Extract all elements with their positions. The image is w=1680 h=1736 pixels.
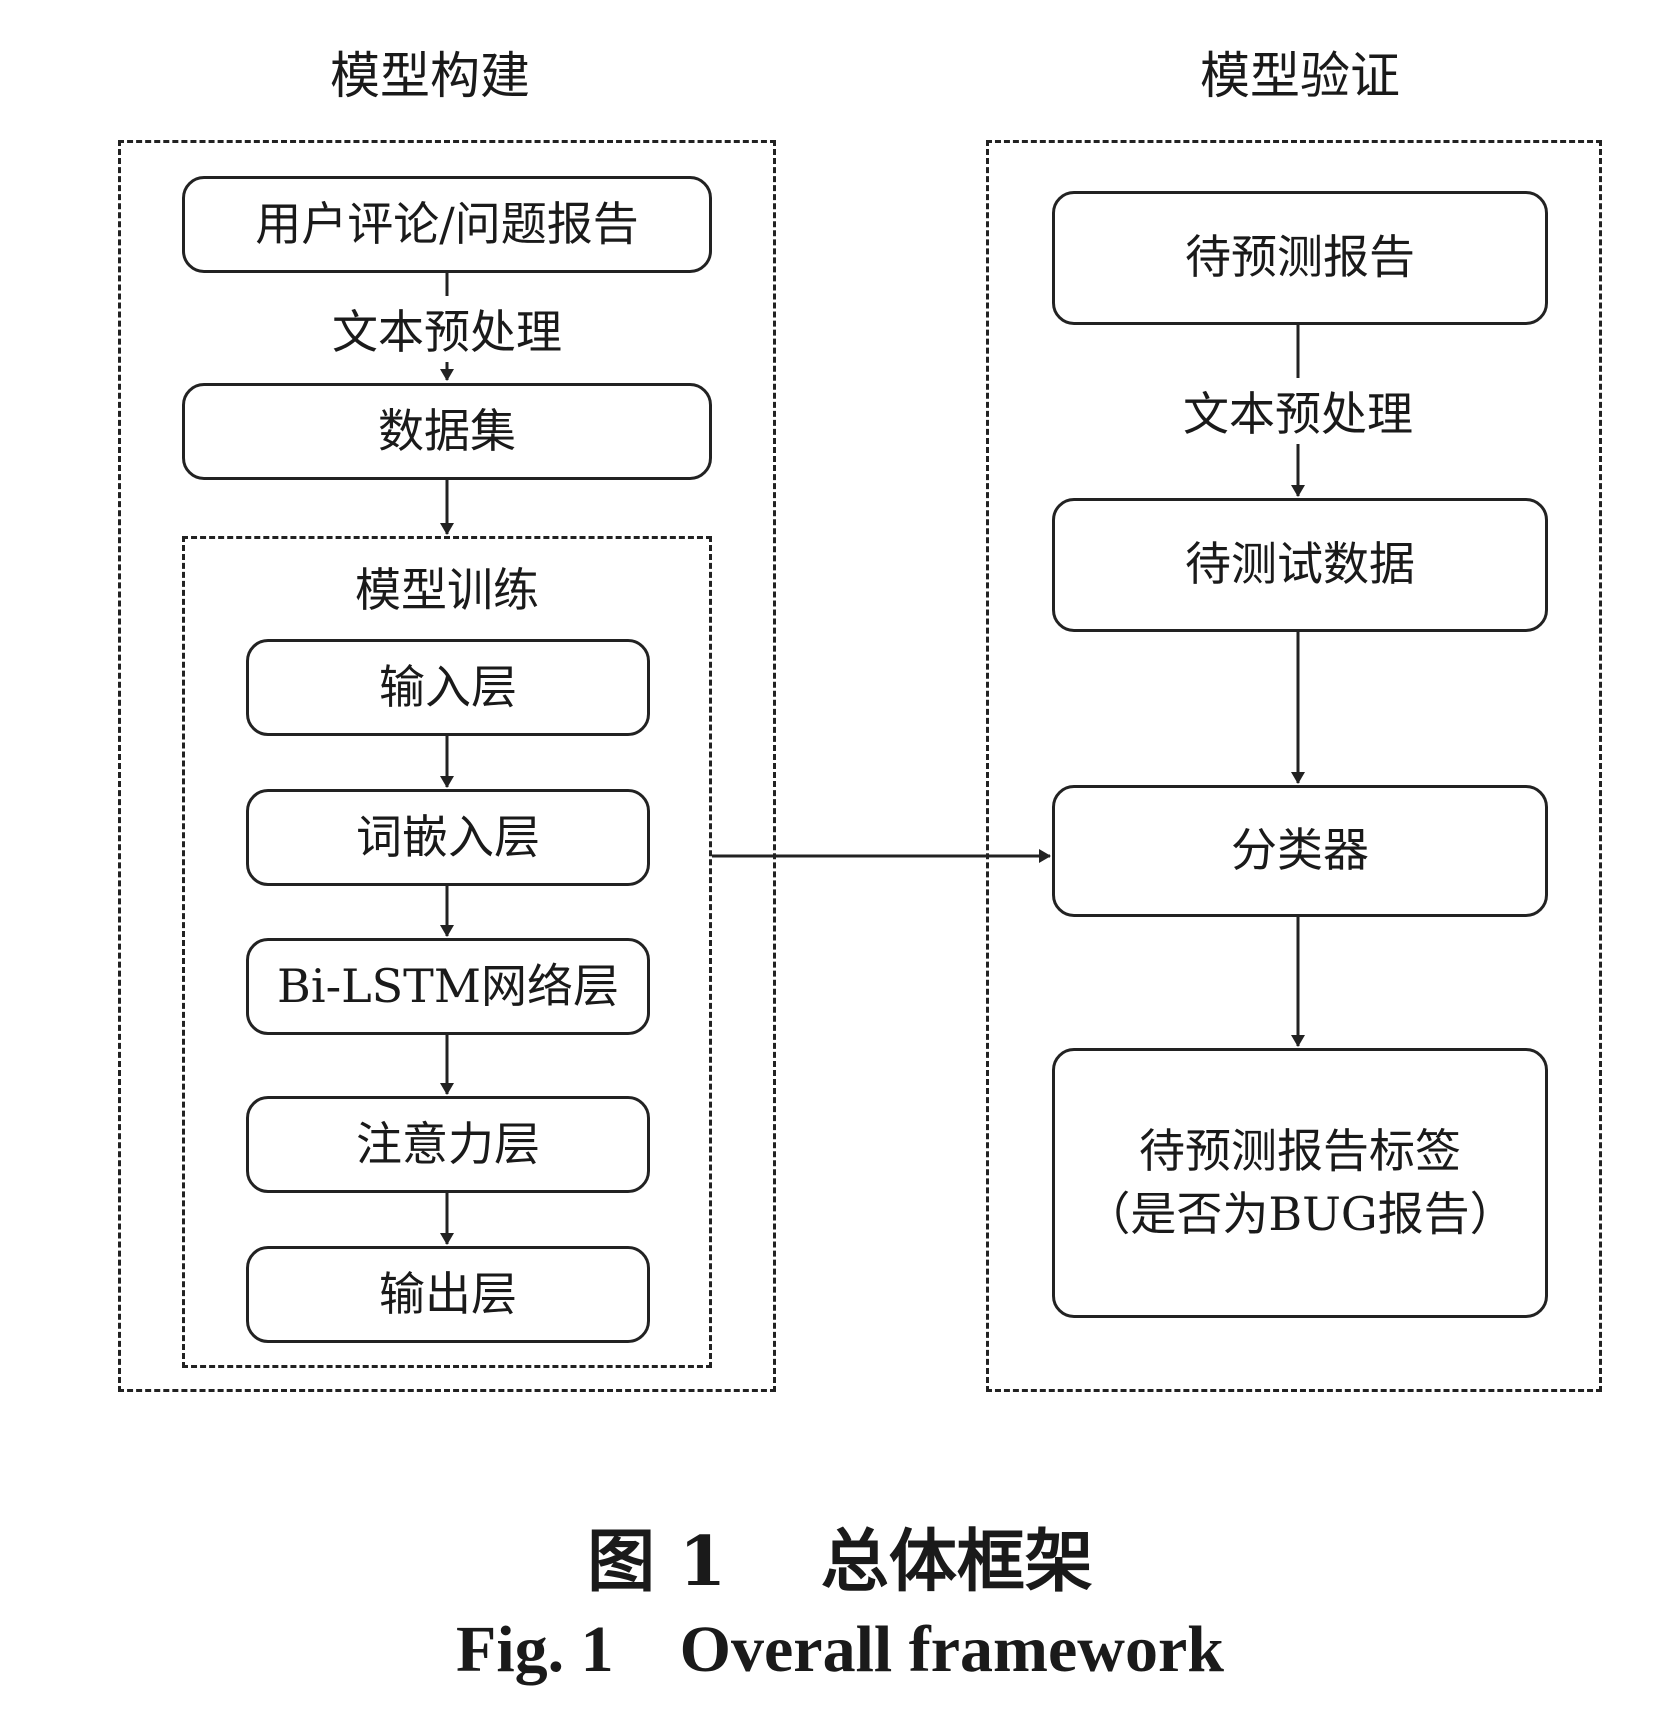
dataset-box: 数据集 xyxy=(182,383,712,480)
output-layer-box: 输出层 xyxy=(246,1246,650,1343)
user-review-box: 用户评论/问题报告 xyxy=(182,176,712,273)
predict-report-box: 待预测报告 xyxy=(1052,191,1548,325)
result-label-box: 待预测报告标签 （是否为BUG报告） xyxy=(1052,1048,1548,1318)
attention-layer-box: 注意力层 xyxy=(246,1096,650,1193)
figure-caption-cn: 图 1 总体框架 xyxy=(587,1522,1093,1602)
bilstm-layer-box: Bi-LSTM网络层 xyxy=(246,938,650,1035)
result-label-line2: （是否为BUG报告） xyxy=(1084,1187,1516,1241)
model-training-group xyxy=(182,536,712,1368)
model-verification-group xyxy=(986,140,1602,1392)
figure-caption-en: Fig. 1 Overall framework xyxy=(456,1613,1224,1686)
verify-preprocess-label: 文本预处理 xyxy=(1150,378,1446,444)
model-verification-title: 模型验证 xyxy=(1200,47,1400,105)
test-data-box: 待测试数据 xyxy=(1052,498,1548,632)
model-building-group xyxy=(118,140,776,1392)
build-preprocess-label: 文本预处理 xyxy=(300,296,594,362)
input-layer-box: 输入层 xyxy=(246,639,650,736)
classifier-box: 分类器 xyxy=(1052,785,1548,917)
result-label-line1: 待预测报告标签 xyxy=(1139,1123,1461,1178)
model-building-title: 模型构建 xyxy=(330,47,530,105)
model-training-title: 模型训练 xyxy=(320,554,574,620)
embedding-layer-box: 词嵌入层 xyxy=(246,789,650,886)
